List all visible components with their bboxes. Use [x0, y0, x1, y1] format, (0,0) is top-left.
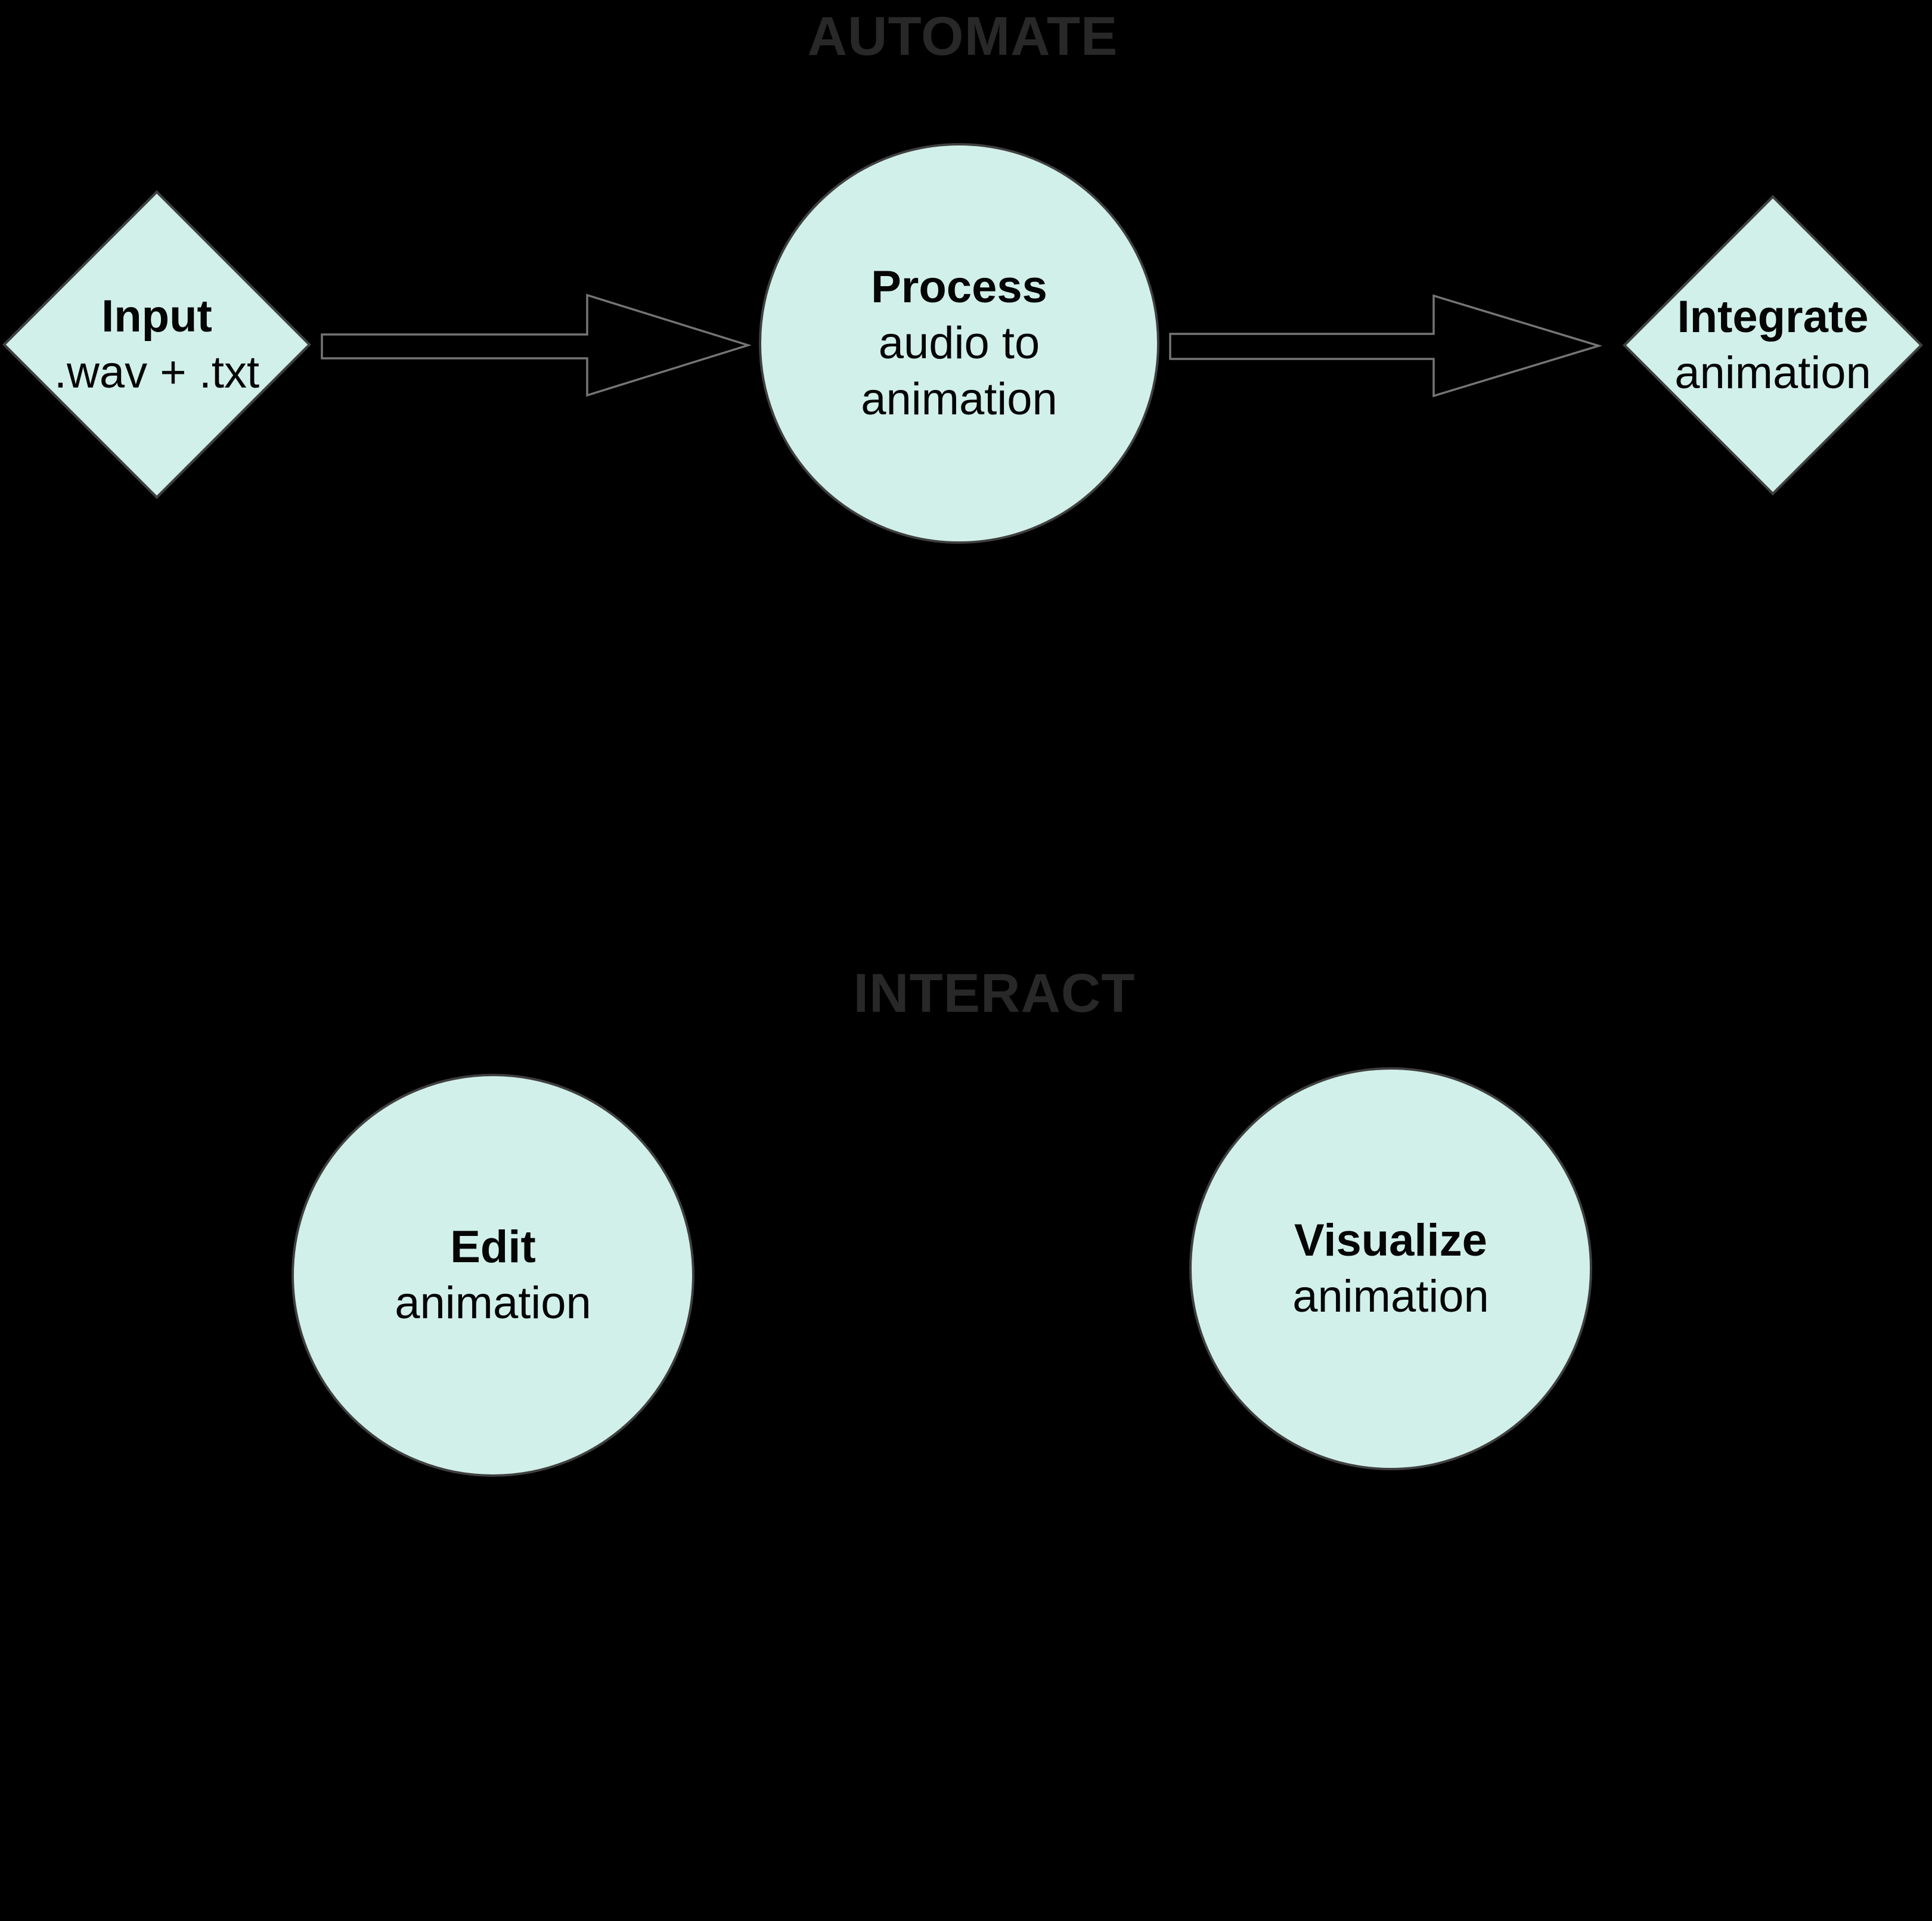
node-edit-circle: [291, 1074, 694, 1477]
node-edit-label: Edit animation: [296, 1219, 690, 1331]
arrow-input-to-process-icon: [321, 293, 752, 397]
node-process-label: Process audio to animation: [762, 259, 1156, 427]
node-integrate-title: Integrate: [1677, 292, 1869, 342]
section-title-automate: AUTOMATE: [807, 6, 1118, 67]
node-process-circle: [759, 143, 1159, 544]
node-process-title: Process: [871, 262, 1047, 312]
node-process-subtitle-1: audio to: [878, 318, 1040, 368]
arrow-process-to-integrate-icon: [1169, 294, 1603, 398]
node-input-subtitle: .wav + .txt: [54, 347, 260, 398]
node-visualize-label: Visualize animation: [1194, 1213, 1587, 1325]
node-visualize-title: Visualize: [1294, 1215, 1487, 1266]
node-integrate-label: Integrate animation: [1576, 289, 1932, 401]
node-visualize-circle: [1189, 1067, 1592, 1470]
node-input-label: Input .wav + .txt: [0, 289, 353, 401]
node-integrate-subtitle: animation: [1674, 348, 1871, 398]
node-visualize-subtitle: animation: [1292, 1271, 1489, 1322]
section-title-interact: INTERACT: [853, 963, 1136, 1024]
node-input-title: Input: [101, 291, 212, 342]
node-edit-title: Edit: [450, 1222, 536, 1272]
node-edit-subtitle: animation: [395, 1278, 591, 1328]
node-process-subtitle-2: animation: [861, 374, 1058, 425]
